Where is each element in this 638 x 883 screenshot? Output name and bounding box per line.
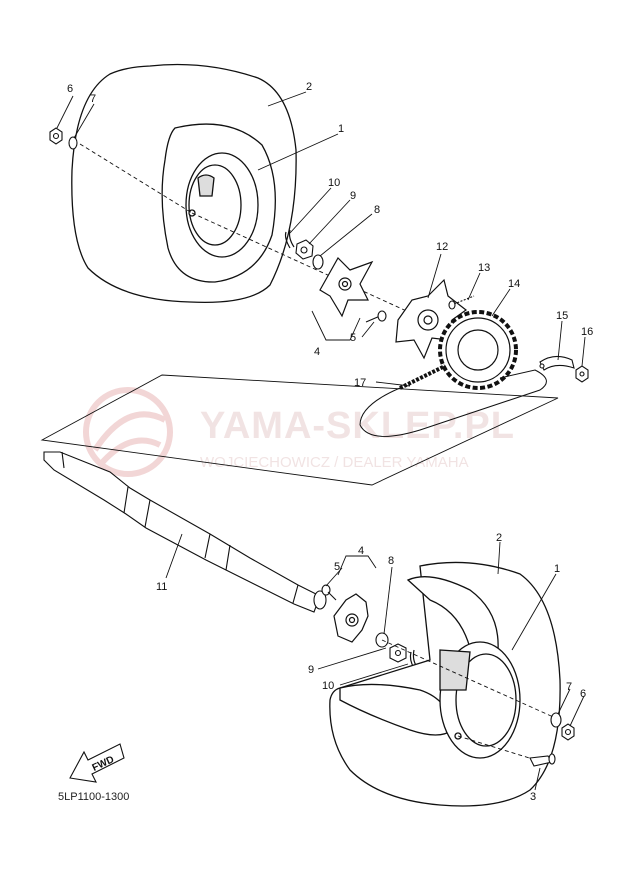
lower-hub-4: [333, 593, 369, 643]
washer-7-lower: [550, 712, 562, 728]
fwd-arrow-icon: FWD: [69, 743, 125, 783]
callout-6-lower: 6: [580, 688, 586, 700]
callout-9-lower: 9: [308, 664, 314, 676]
callout-2-upper: 2: [306, 81, 312, 93]
valve-3: [529, 753, 556, 767]
callout-12: 12: [436, 241, 448, 253]
callout-5-lower: 5: [334, 561, 340, 573]
bracket-15: [539, 355, 575, 371]
rear-axle-11: [43, 451, 327, 613]
callout-7-upper: 7: [90, 93, 96, 105]
callout-1-lower: 1: [554, 563, 560, 575]
callout-4-lower: 4: [358, 545, 364, 557]
callout-11: 11: [156, 581, 167, 593]
nut-6-upper: [49, 127, 63, 145]
castle-nut-9-upper: [295, 239, 314, 260]
washer-8-upper: [312, 254, 324, 270]
callout-16: 16: [581, 326, 593, 338]
callout-8-upper: 8: [374, 204, 380, 216]
callout-leaders: [56, 91, 586, 791]
callout-6-upper: 6: [67, 83, 73, 95]
watermark-title: YAMA-SKLEP.PL: [200, 405, 515, 447]
callout-7-lower: 7: [566, 681, 572, 693]
cotter-pin-10-upper: [284, 229, 295, 249]
callout-17: 17: [354, 377, 366, 389]
callout-15: 15: [556, 310, 568, 322]
callout-13: 13: [478, 262, 490, 274]
watermark-subtitle: WOJCIECHOWICZ / DEALER YAMAHA: [200, 454, 469, 471]
callout-5-upper: 5: [350, 332, 356, 344]
callout-9-upper: 9: [350, 190, 356, 202]
chain-17: [359, 364, 547, 437]
callout-numbers: 6 7 2 1 10 9 8 12 13 14 15 16 5 4 17 11 …: [67, 81, 593, 803]
hub-4-upper: [319, 257, 374, 318]
bolt-13: [448, 295, 475, 310]
axle-panel-outline: [40, 374, 559, 486]
callout-10-lower: 10: [322, 680, 334, 692]
callout-2-lower: 2: [496, 532, 502, 544]
lower-axis-line: [381, 639, 561, 761]
nut-6-lower: [561, 723, 575, 741]
sprocket-hub-12: [395, 278, 468, 360]
callout-1-upper: 1: [338, 123, 344, 135]
callout-14: 14: [508, 278, 520, 290]
bolt-5-lower: [321, 584, 337, 601]
callout-8-lower: 8: [388, 555, 394, 567]
callout-10-upper: 10: [328, 177, 340, 189]
bolt-5-upper: [365, 310, 387, 323]
upper-tire: [71, 63, 297, 304]
washer-7-upper: [68, 136, 78, 150]
diagram-code: 5LP1100-1300: [58, 791, 130, 803]
callout-3: 3: [530, 791, 536, 803]
watermark-logo: [83, 387, 173, 477]
nut-16: [575, 365, 589, 383]
lower-tire: [329, 561, 561, 807]
callout-4-upper: 4: [314, 346, 320, 358]
sprocket-14: [438, 310, 518, 390]
